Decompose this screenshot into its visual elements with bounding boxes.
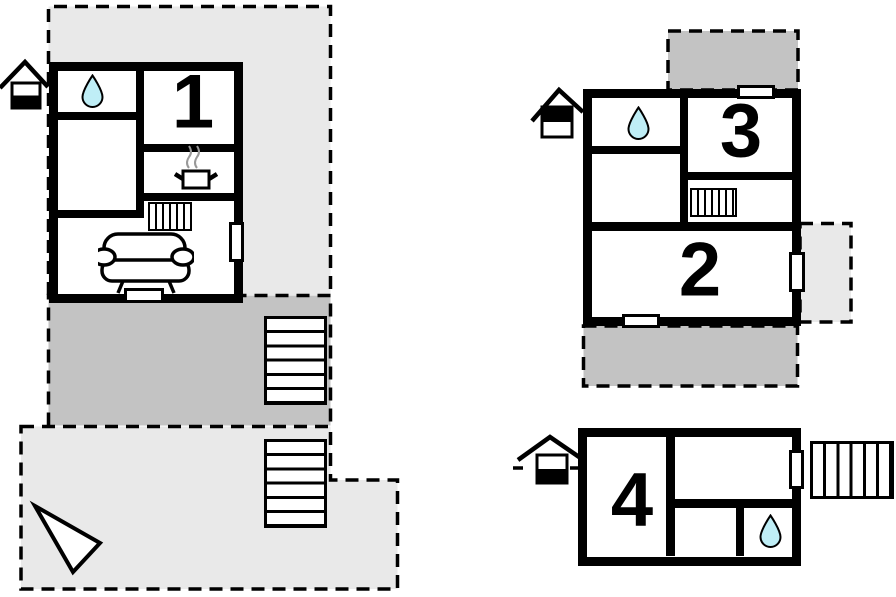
terrace-top-right (666, 29, 800, 92)
room-label: 2 (678, 227, 722, 313)
interior-wall (58, 210, 144, 218)
interior-wall (680, 98, 688, 222)
entrance-house-icon (530, 86, 585, 139)
stairs-icon (810, 441, 894, 499)
interior-wall (666, 437, 675, 556)
stairs-icon (264, 439, 327, 528)
north-arrow-icon (29, 500, 104, 576)
entrance-house-icon (513, 434, 584, 485)
window-marker (789, 450, 804, 489)
cooking-pot-icon (174, 145, 218, 190)
interior-wall (58, 112, 136, 120)
door-marker (124, 288, 164, 303)
window-marker (622, 314, 660, 328)
room-label: 3 (719, 88, 763, 174)
interior-wall (136, 144, 234, 152)
interior-wall (680, 172, 792, 180)
building-upper-right (583, 89, 801, 326)
water-drop-icon (81, 74, 104, 108)
interior-wall (136, 193, 234, 201)
terrace-below-right-building (581, 324, 800, 388)
interior-wall (592, 222, 792, 231)
radiator-icon (690, 188, 737, 217)
terrace-left (46, 293, 333, 426)
room-label: 4 (610, 457, 654, 543)
window-marker (737, 85, 775, 99)
entrance-house-icon (0, 58, 50, 110)
interior-wall (666, 499, 792, 508)
interior-wall (592, 146, 680, 154)
radiator-icon (148, 202, 192, 231)
window-marker (789, 252, 805, 292)
water-drop-icon (759, 514, 782, 548)
stairs-icon (264, 316, 327, 405)
room-label: 1 (171, 59, 215, 145)
interior-wall (736, 508, 744, 556)
sofa-icon (98, 232, 194, 294)
window-marker (229, 222, 244, 262)
balcony-right (798, 221, 853, 324)
water-drop-icon (627, 106, 650, 140)
